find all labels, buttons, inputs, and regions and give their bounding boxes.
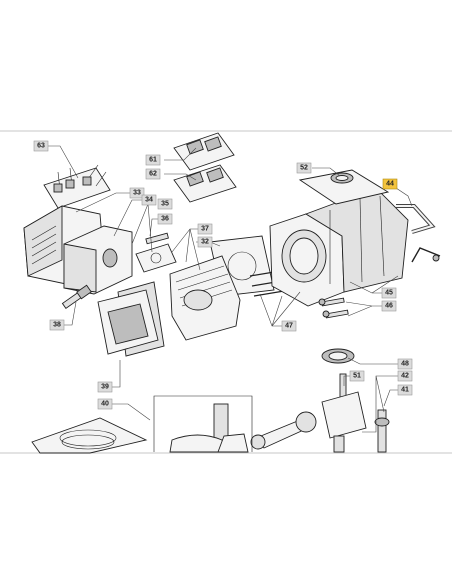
svg-text:47: 47 <box>285 323 293 330</box>
callout-38: 38 <box>49 319 65 331</box>
svg-text:32: 32 <box>201 239 209 246</box>
svg-text:39: 39 <box>101 384 109 391</box>
callout-34: 34 <box>141 194 157 206</box>
part-muffler <box>63 225 133 295</box>
svg-text:44: 44 <box>386 181 394 188</box>
callout-48: 48 <box>397 358 413 370</box>
part-piston-ring-set <box>31 417 148 454</box>
svg-text:33: 33 <box>133 190 141 197</box>
part-crankshaft <box>321 373 367 453</box>
callout-47: 47 <box>281 320 297 332</box>
callout-33: 33 <box>129 187 145 199</box>
part-piston <box>153 395 253 453</box>
svg-text:45: 45 <box>385 290 393 297</box>
svg-text:62: 62 <box>149 171 157 178</box>
callout-41: 41 <box>397 384 413 396</box>
callout-62: 62 <box>145 168 161 180</box>
callout-39: 39 <box>97 381 113 393</box>
part-spring-kit-lower <box>173 164 237 203</box>
svg-text:52: 52 <box>300 165 308 172</box>
part-dipstick-rod <box>411 247 441 263</box>
callout-36: 36 <box>157 213 173 225</box>
part-stud-bolt <box>145 232 169 245</box>
callout-52: 52 <box>296 162 312 174</box>
part-camshaft <box>374 409 390 453</box>
svg-text:36: 36 <box>161 216 169 223</box>
svg-text:42: 42 <box>401 373 409 380</box>
svg-text:63: 63 <box>37 143 45 150</box>
part-breather-tube <box>396 204 436 234</box>
callout-44: 44 <box>382 178 398 190</box>
svg-text:38: 38 <box>53 322 61 329</box>
svg-text:48: 48 <box>401 361 409 368</box>
svg-text:46: 46 <box>385 303 393 310</box>
part-crankcase-bolts <box>318 297 349 319</box>
callout-63: 63 <box>33 140 49 152</box>
callout-45: 45 <box>381 287 397 299</box>
svg-text:61: 61 <box>149 157 157 164</box>
part-oil-seal <box>321 348 355 364</box>
part-crankcase <box>269 169 409 307</box>
callout-32: 32 <box>197 236 213 248</box>
part-exhaust-gasket <box>135 243 177 273</box>
part-oil-seal-ring <box>330 172 354 184</box>
callout-37: 37 <box>197 223 213 235</box>
callout-51: 51 <box>349 370 365 382</box>
callout-61: 61 <box>145 154 161 166</box>
callout-40: 40 <box>97 398 113 410</box>
callout-46: 46 <box>381 300 397 312</box>
part-rocker-cover <box>97 281 165 357</box>
svg-text:37: 37 <box>201 226 209 233</box>
part-cylinder-head <box>169 255 241 341</box>
svg-text:41: 41 <box>401 387 409 394</box>
svg-text:51: 51 <box>353 373 361 380</box>
leader-lines <box>48 145 413 433</box>
part-connecting-rod <box>250 411 317 450</box>
callout-42: 42 <box>397 370 413 382</box>
part-bolts-kit <box>43 164 111 209</box>
svg-text:34: 34 <box>145 197 153 204</box>
svg-text:40: 40 <box>101 401 109 408</box>
part-spark-plug <box>61 284 92 309</box>
callout-35: 35 <box>157 198 173 210</box>
part-spring-kit-upper <box>173 132 235 171</box>
svg-text:35: 35 <box>161 201 169 208</box>
